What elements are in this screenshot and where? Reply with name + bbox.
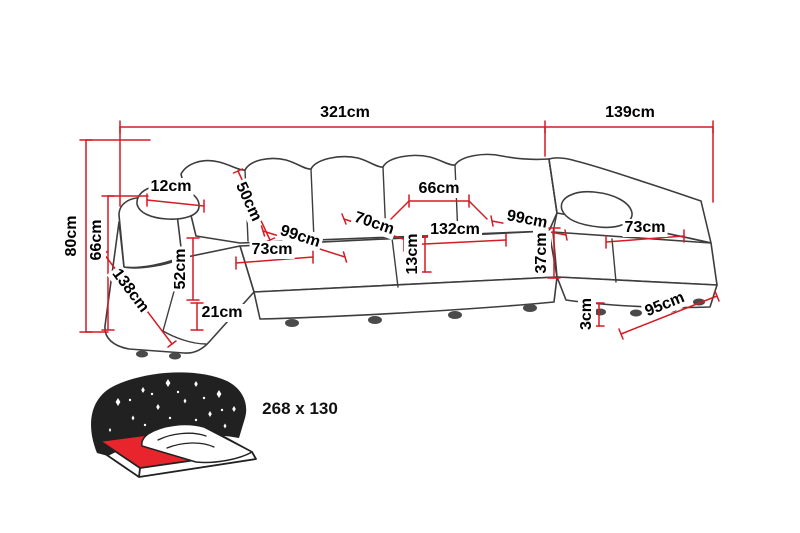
dim-line-armrest-cushion xyxy=(146,193,205,213)
seat-cushion-seam xyxy=(391,237,399,288)
dim-line-left-seat-width xyxy=(235,250,314,270)
dim-label-back-height: 66cm xyxy=(88,217,106,263)
dim-line-back-height xyxy=(101,195,149,331)
right-wing-seam xyxy=(548,158,558,233)
dim-label-left-seat-width: 73cm xyxy=(249,241,295,259)
stars xyxy=(108,379,236,432)
dim-line-armrest-height xyxy=(186,237,200,301)
dim-label-seat-height: 37cm xyxy=(533,230,551,276)
right-wing-back xyxy=(548,157,712,244)
dim-label-armrest-height: 52cm xyxy=(172,246,190,292)
dim-line-total-height xyxy=(79,139,151,333)
dim-label-total-width-right: 139cm xyxy=(603,104,657,122)
dim-line-right-chaise-width xyxy=(618,290,720,340)
sleeping-size-label: 268 x 130 xyxy=(262,399,338,419)
dim-label-total-width-left: 321cm xyxy=(318,104,372,122)
dim-line-seat-height xyxy=(547,227,561,279)
sleeping-function-icon xyxy=(91,372,257,478)
dim-line-middle-back-cushion xyxy=(390,194,488,220)
dim-label-base-height: 21cm xyxy=(199,304,245,322)
sofa-feet xyxy=(136,298,705,360)
dim-line-base-height xyxy=(190,302,204,331)
dim-label-middle-back-cushion: 66cm xyxy=(416,180,462,198)
dim-label-right-seat-width: 73cm xyxy=(622,219,668,237)
bed-frame xyxy=(97,440,257,478)
back-cushion-seam xyxy=(310,168,315,241)
dim-label-seat-thickness: 13cm xyxy=(404,231,422,277)
right-chaise-seam xyxy=(611,238,617,283)
right-pillow xyxy=(560,190,633,229)
left-chaise-seam xyxy=(162,330,207,345)
duvet-folds xyxy=(157,432,215,449)
dim-line-right-seat-width xyxy=(605,229,685,249)
bed-headboard xyxy=(91,372,247,456)
dim-label-leg-height: 3cm xyxy=(578,295,596,333)
dim-label-armrest-cushion: 12cm xyxy=(148,178,194,196)
dim-label-total-height: 80cm xyxy=(63,213,81,259)
middle-seat-front xyxy=(253,276,558,320)
dim-label-middle-seat-width: 132cm xyxy=(428,221,482,239)
